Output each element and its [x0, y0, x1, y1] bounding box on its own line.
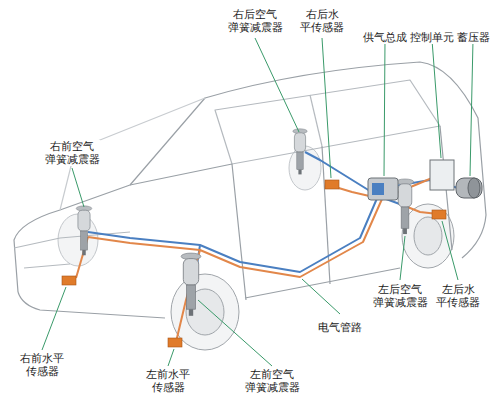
part-label-holder: 左前水平 传感器: [145, 368, 191, 395]
leader-line: [302, 279, 340, 314]
part-label-holder: 左前空气 弹簧减震器: [244, 368, 301, 395]
supply-unit: [456, 178, 482, 198]
air-lines: [88, 196, 378, 272]
air-spring-struts: [76, 129, 414, 316]
leader-line: [442, 221, 458, 280]
air-lines: [88, 199, 382, 277]
part-label-holder: 电气管路: [317, 316, 363, 335]
part-label: 供气总成: [362, 31, 408, 44]
air-spring-struts: [293, 129, 307, 175]
air-spring-struts: [181, 253, 201, 316]
part-label-holder: 控制单元: [409, 26, 455, 45]
leader-line: [198, 300, 272, 366]
part-label-holder: 左后水 平传感器: [435, 283, 481, 310]
air-spring-struts: [396, 179, 413, 234]
supply-unit: [372, 183, 384, 195]
supply-unit: [368, 178, 398, 200]
part-label-holder: 右前空气 弹簧减震器: [44, 140, 101, 167]
level-sensors: [168, 338, 182, 347]
part-label: 控制单元: [409, 31, 455, 44]
part-label: 左后水 平传感器: [435, 283, 481, 309]
wheels: [414, 217, 442, 255]
leader-line: [42, 38, 473, 366]
wheels: [58, 146, 454, 350]
car-body: [18, 292, 165, 318]
leader-line: [470, 40, 473, 176]
air-lines: [176, 250, 200, 342]
leader-line: [255, 38, 299, 132]
leader-line: [432, 40, 441, 158]
part-label-holder: 右前水平 传感器: [19, 352, 65, 379]
part-label: 左前空气 弹簧减震器: [244, 368, 301, 394]
car-body: [24, 264, 70, 268]
air-lines: [76, 152, 458, 342]
level-sensors: [62, 276, 76, 285]
part-label-holder: 右后水 平传感器: [299, 8, 345, 35]
part-label: 蓄压器: [456, 31, 491, 44]
leader-line: [42, 287, 66, 350]
leader-line: [168, 349, 174, 366]
level-sensors: [62, 180, 446, 347]
part-label-holder: 左后空气 弹簧减震器: [372, 283, 429, 310]
part-label-holder: 供气总成: [362, 26, 408, 45]
part-label: 电气管路: [317, 321, 363, 334]
part-label: 右后水 平传感器: [299, 8, 345, 34]
part-label-holder: 蓄压器: [456, 26, 491, 45]
supply-unit: [368, 160, 482, 200]
part-label: 右后空气 弹簧减震器: [227, 8, 284, 34]
level-sensors: [325, 180, 339, 189]
leader-line: [322, 38, 331, 178]
leader-line: [400, 236, 405, 280]
part-label: 右前水平 传感器: [19, 352, 65, 378]
supply-unit: [468, 178, 480, 198]
leader-line: [384, 40, 385, 176]
part-label-holder: 右后空气 弹簧减震器: [227, 8, 284, 35]
car-body: [310, 95, 322, 146]
part-label: 左后空气 弹簧减震器: [372, 283, 429, 309]
car-body: [14, 62, 486, 318]
air-spring-struts: [76, 206, 92, 255]
part-label: 右前空气 弹簧减震器: [44, 140, 101, 166]
leader-line: [72, 168, 84, 207]
level-sensors: [432, 210, 446, 219]
part-label: 左前水平 传感器: [145, 368, 191, 394]
car-body: [14, 62, 486, 292]
supply-unit: [430, 160, 454, 190]
